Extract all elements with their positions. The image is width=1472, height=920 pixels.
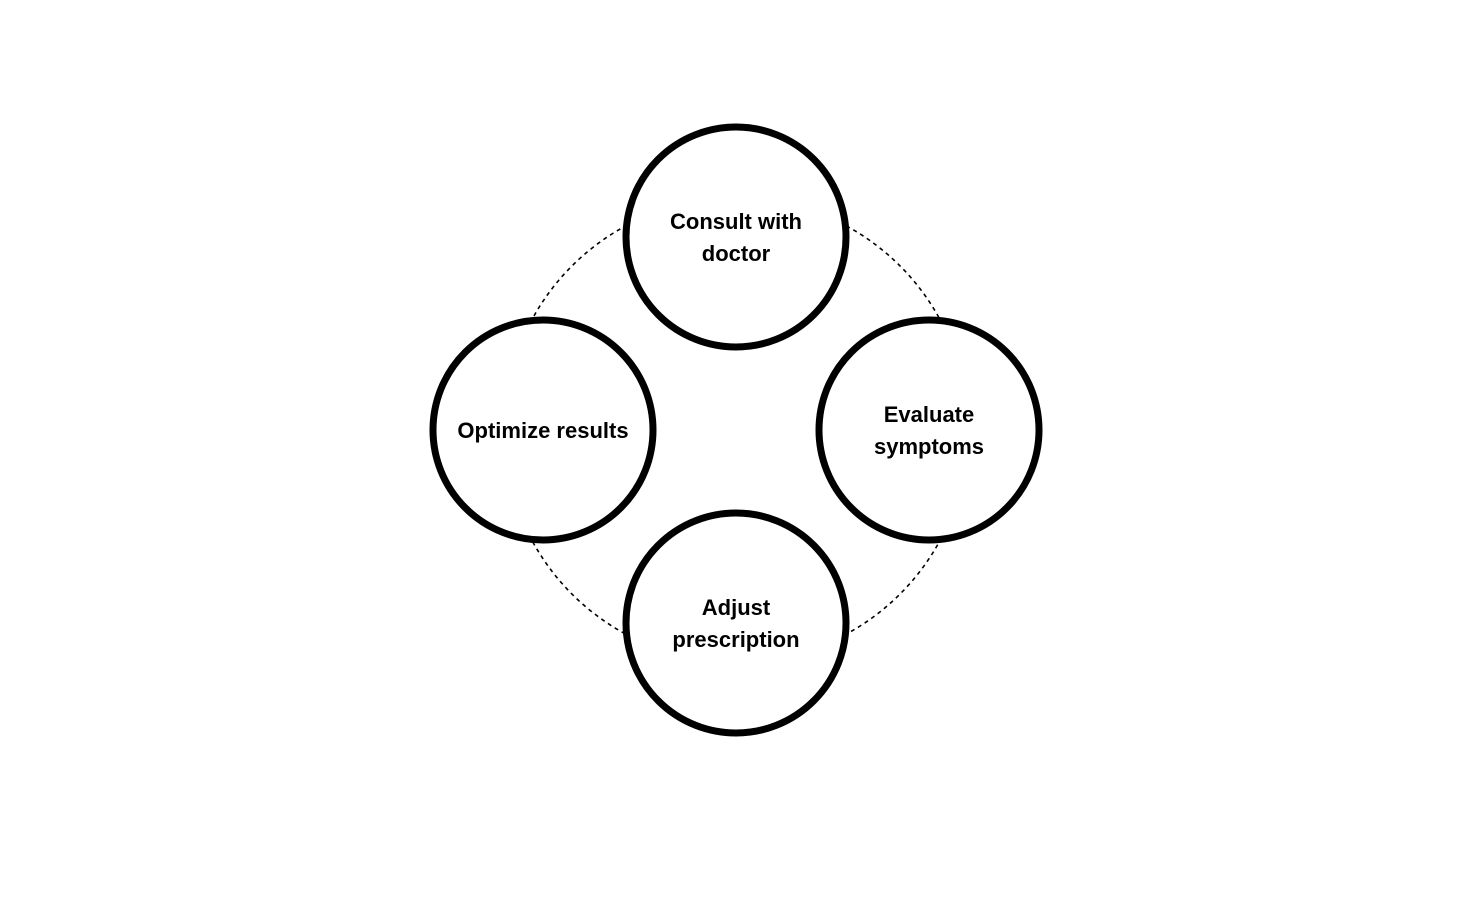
- node-circle-evaluate: [815, 316, 1043, 544]
- node-label-line: Evaluate: [884, 402, 975, 427]
- node-label-optimize: Optimize results: [457, 418, 628, 443]
- node-circle-adjust: [622, 509, 850, 737]
- node-label-consult: Consult with doctor: [670, 209, 802, 266]
- cycle-node-evaluate: Evaluate symptoms: [815, 316, 1043, 544]
- node-label-line: Consult with: [670, 209, 802, 234]
- cycle-node-consult: Consult with doctor: [622, 123, 850, 351]
- node-label-line: Optimize results: [457, 418, 628, 443]
- cycle-node-optimize: Optimize results: [429, 316, 657, 544]
- node-label-line: symptoms: [874, 434, 984, 459]
- node-label-line: doctor: [702, 241, 771, 266]
- node-label-evaluate: Evaluate symptoms: [874, 402, 984, 459]
- node-label-adjust: Adjust prescription: [672, 595, 799, 652]
- cycle-node-adjust: Adjust prescription: [622, 509, 850, 737]
- node-label-line: Adjust: [702, 595, 771, 620]
- node-circle-consult: [622, 123, 850, 351]
- node-label-line: prescription: [672, 627, 799, 652]
- node-circle-optimize: [429, 316, 657, 544]
